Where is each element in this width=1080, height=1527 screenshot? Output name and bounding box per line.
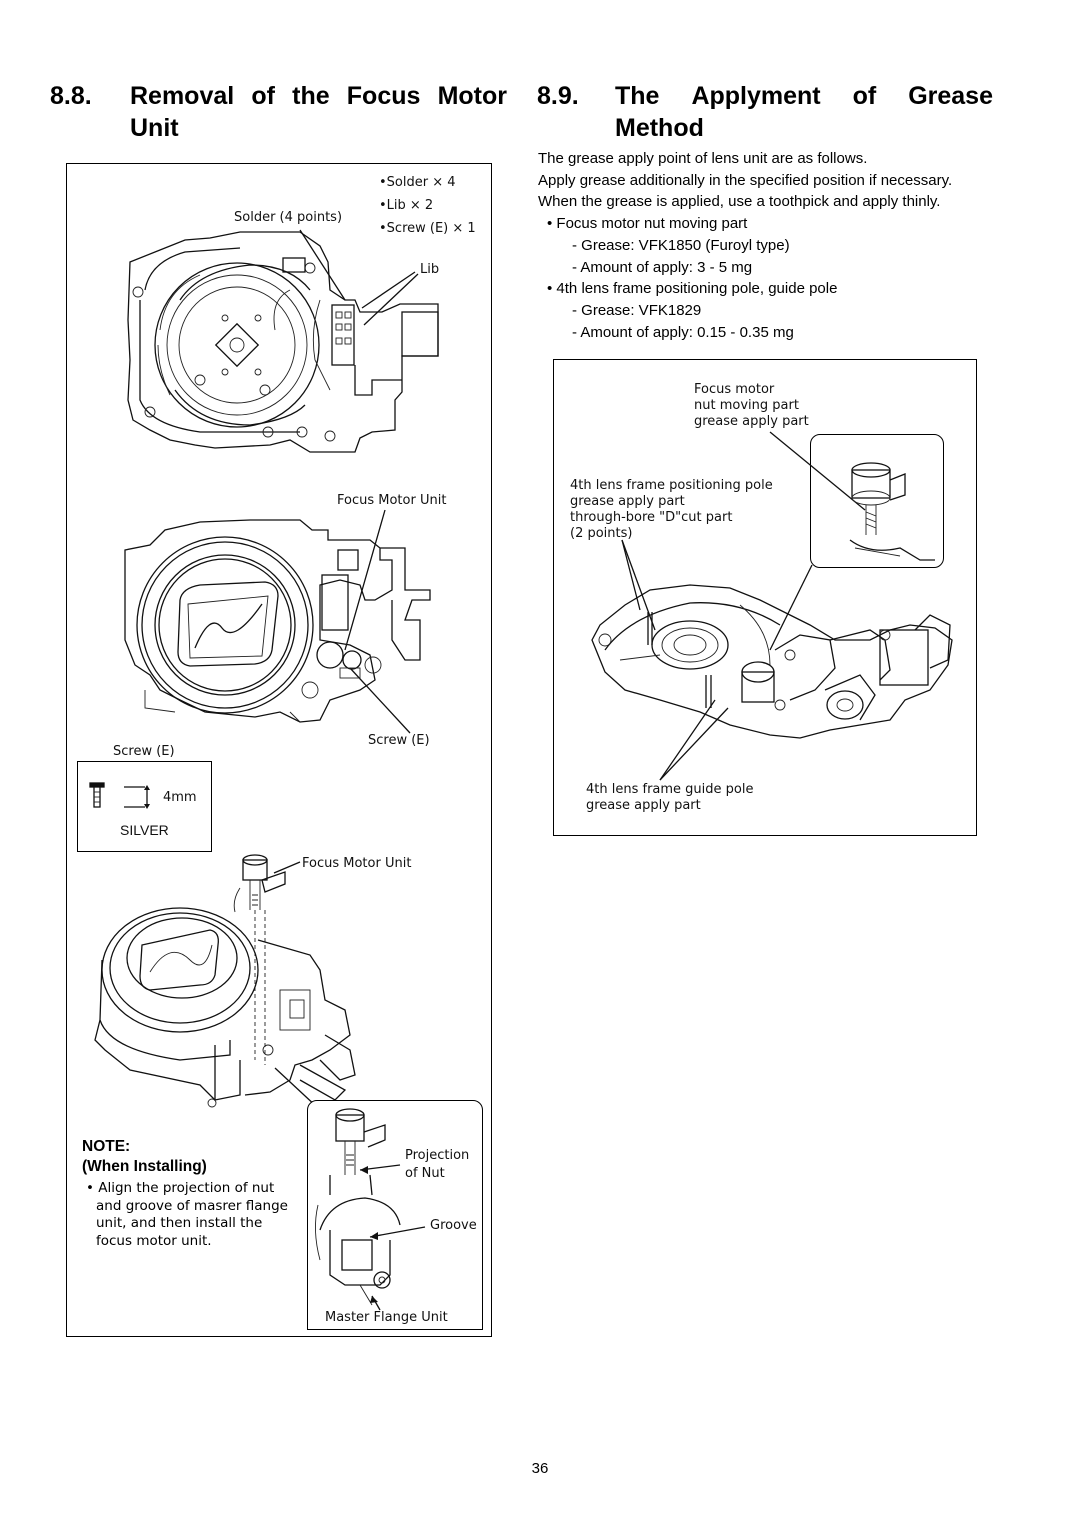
- note-body: • Align the projection of nut and groove…: [86, 1180, 288, 1250]
- section-title-8-8-line2: Unit: [130, 114, 179, 142]
- bullet-4th-lens: • 4th lens frame positioning pole, guide…: [547, 280, 838, 298]
- grease-instructions: The grease apply point of lens unit are …: [538, 148, 998, 343]
- text-line: Apply grease additionally in the specifi…: [538, 171, 953, 189]
- section-title-8-8: Removal of the Focus Motor: [130, 82, 507, 110]
- page-number: 36: [531, 1460, 549, 1477]
- pole-label-4: (2 points): [570, 526, 633, 541]
- label-projection-1: Projection: [405, 1148, 470, 1163]
- label-focus-motor-unit-2: Focus Motor Unit: [302, 856, 412, 871]
- screw-spec-box: [77, 761, 212, 852]
- focus-motor-label-2: nut moving part: [694, 398, 799, 413]
- bullet-sub: - Amount of apply: 0.15 - 0.35 mg: [572, 323, 794, 341]
- screw-size: 4mm: [163, 790, 197, 805]
- bullet-sub: - Amount of apply: 3 - 5 mg: [572, 258, 753, 276]
- list-screw: •Screw (E) × 1: [379, 221, 476, 236]
- label-projection-2: of Nut: [405, 1166, 445, 1181]
- guide-label-1: 4th lens frame guide pole: [586, 782, 754, 797]
- pole-label-3: through-bore "D"cut part: [570, 510, 733, 525]
- label-screw-e-left: Screw (E): [113, 744, 175, 759]
- note-line: unit, and then install the: [96, 1215, 263, 1231]
- note-subtitle: (When Installing): [82, 1158, 207, 1175]
- list-solder: •Solder × 4: [379, 175, 456, 190]
- label-solder-points: Solder (4 points): [234, 210, 343, 225]
- grease-apply-figure: [553, 359, 977, 836]
- screw-color: SILVER: [120, 822, 169, 838]
- section-number-8-8: 8.8.: [50, 82, 92, 110]
- label-master-flange: Master Flange Unit: [325, 1310, 448, 1325]
- guide-label-2: grease apply part: [586, 798, 701, 813]
- text-line: The grease apply point of lens unit are …: [538, 150, 868, 167]
- title-word: Grease: [908, 82, 993, 110]
- pole-label-2: grease apply part: [570, 494, 685, 509]
- section-title-8-9-line2: Method: [615, 114, 704, 142]
- rear-view-lines: [127, 229, 439, 453]
- label-groove: Groove: [430, 1218, 477, 1233]
- section-number-8-9: 8.9.: [537, 82, 579, 110]
- label-screw-e-right: Screw (E): [368, 733, 430, 748]
- bullet-sub: - Grease: VFK1850 (Furoyl type): [572, 236, 790, 254]
- note-line: focus motor unit.: [96, 1232, 212, 1249]
- focus-motor-label-1: Focus motor: [694, 382, 775, 397]
- title-word: The: [615, 82, 660, 110]
- section-title-8-9: The Applyment of Grease: [615, 80, 993, 112]
- list-lib: •Lib × 2: [379, 198, 434, 213]
- pole-label-1: 4th lens frame positioning pole: [570, 478, 773, 493]
- note-line: and groove of masrer flange: [96, 1197, 288, 1214]
- title-word: of: [852, 82, 877, 110]
- bullet-sub: - Grease: VFK1829: [572, 301, 702, 319]
- label-focus-motor-unit: Focus Motor Unit: [337, 493, 447, 508]
- bullet-focus-motor: • Focus motor nut moving part: [547, 215, 748, 233]
- note-title: NOTE:: [82, 1138, 131, 1155]
- label-lib: Lib: [420, 262, 440, 277]
- focus-motor-label-3: grease apply part: [694, 414, 809, 429]
- note-line: • Align the projection of nut: [86, 1180, 275, 1196]
- motor-nut-inset: [810, 434, 944, 568]
- text-line: When the grease is applied, use a toothp…: [538, 193, 941, 211]
- title-word: Applyment: [691, 82, 821, 110]
